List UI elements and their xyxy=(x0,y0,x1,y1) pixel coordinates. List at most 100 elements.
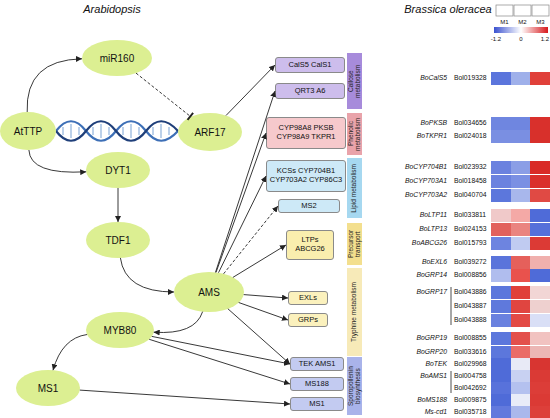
gene-label: BoCYP704B1 xyxy=(405,164,447,171)
node-text: QRT3 A6 xyxy=(295,87,326,96)
node-text: miR160 xyxy=(100,53,134,64)
gene-label: BoEXL6 xyxy=(422,259,447,266)
gene-label: BoPKSB xyxy=(421,120,447,127)
helix-rung xyxy=(168,127,169,135)
node-text: TDF1 xyxy=(106,235,131,246)
heatmap-cell xyxy=(511,117,531,130)
heatmap-cell xyxy=(511,237,531,250)
gene-label: BoGRP20 xyxy=(416,349,447,356)
gene-label: BoGRP19 xyxy=(416,335,447,342)
legend-box xyxy=(532,5,549,16)
heatmap-cell xyxy=(511,189,531,202)
arrow-connector xyxy=(120,258,174,292)
category-band: Lipid metabolism xyxy=(347,158,362,218)
heatmap-cell xyxy=(530,332,550,345)
helix-strand xyxy=(56,121,178,141)
heatmap-cell xyxy=(511,332,531,345)
node-text: MYB80 xyxy=(104,325,137,336)
node-text: CYP98A8 PKSB CYP98A9 TKPR1 xyxy=(269,124,343,141)
gene-ellipse: MS1 xyxy=(16,370,80,406)
heatmap-legend xyxy=(494,5,549,33)
gene-label: Bol043886 xyxy=(454,289,487,296)
gene-label: BoGRP17 xyxy=(416,289,447,296)
heatmap-cell xyxy=(491,223,511,236)
gene-ellipse: miR160 xyxy=(82,40,152,76)
gene-label: Bol035718 xyxy=(454,409,487,416)
gene-ellipse: MYB80 xyxy=(86,312,154,348)
heatmap-cell xyxy=(511,130,531,143)
node-text: LTPs ABCG26 xyxy=(289,236,331,253)
node-text: Phenolic metabolism xyxy=(348,114,362,154)
heatmap-cell xyxy=(530,286,550,299)
heatmap-cell xyxy=(511,72,531,85)
arrow-connector xyxy=(219,176,267,273)
node-text: TEK AMS1 xyxy=(299,360,336,369)
helix-rung xyxy=(160,124,161,138)
gene-label: BoLTP13 xyxy=(419,226,447,233)
gene-box: KCSs CYP704B1 CYP703A2 CYP86C3 xyxy=(266,160,346,192)
heatmap-cell xyxy=(491,189,511,202)
heatmap-cell xyxy=(530,223,550,236)
gene-box: MS188 xyxy=(290,377,344,391)
heatmap-cell xyxy=(530,256,550,269)
inhibition-connector xyxy=(136,73,191,117)
heatmap-cell xyxy=(491,332,511,345)
heatmap-cell xyxy=(511,406,531,418)
node-text: Lipid metabolism xyxy=(351,164,358,213)
arrow-connector xyxy=(228,309,290,364)
gene-label: Bol023932 xyxy=(454,164,487,171)
node-text: EXLs xyxy=(299,294,317,303)
heatmap-cell xyxy=(491,406,511,418)
arrow-connector xyxy=(226,65,275,116)
arrow-connector xyxy=(233,245,286,277)
gene-label: BoTEK xyxy=(425,361,447,368)
gene-label: Bol008855 xyxy=(454,335,487,342)
gene-label: Bol024018 xyxy=(454,133,487,140)
heatmap-cell xyxy=(530,300,550,313)
legend-label: 0 xyxy=(519,36,522,42)
node-text: Tryphine metabolism xyxy=(351,282,358,342)
heatmap-cell xyxy=(491,256,511,269)
heatmap-cell xyxy=(491,209,511,222)
heatmap-cell xyxy=(530,130,550,143)
gene-box: LTPs ABCG26 xyxy=(286,230,334,260)
arrow-connector xyxy=(154,312,203,333)
node-text: Callose metabolism xyxy=(348,54,362,108)
helix-rung xyxy=(62,127,63,135)
bracket-line xyxy=(451,371,452,393)
heatmap-cell xyxy=(491,286,511,299)
gene-ellipse: AtTTP xyxy=(0,112,56,150)
node-text: AMS xyxy=(198,287,220,298)
heatmap-cell xyxy=(530,406,550,418)
heatmap-cell xyxy=(491,314,511,327)
heatmap-cell xyxy=(491,269,511,282)
gene-label: BoMS188 xyxy=(417,397,447,404)
gene-box: CalS5 CalS1 xyxy=(275,57,345,73)
gene-ellipse: AMS xyxy=(174,272,244,312)
heatmap-cell xyxy=(511,269,531,282)
gene-label: Bol004758 xyxy=(454,373,487,380)
arrow-connector xyxy=(239,303,288,321)
arrow-connector xyxy=(224,206,278,274)
gene-label: Bol033811 xyxy=(454,212,486,219)
dna-helix xyxy=(56,121,178,141)
heatmap-cell xyxy=(511,314,531,327)
heatmap-cell xyxy=(530,189,550,202)
node-text: Precursor transport xyxy=(348,224,362,264)
category-band: Tryphine metabolism xyxy=(347,268,362,356)
gene-box: QRT3 A6 xyxy=(275,83,345,99)
heatmap-cell xyxy=(491,117,511,130)
node-text: KCSs CYP704B1 CYP703A2 CYP86C3 xyxy=(269,167,343,184)
gene-label: BoCYP703A1 xyxy=(405,178,447,185)
brackets xyxy=(451,287,452,393)
arrow-connector xyxy=(27,59,82,112)
gene-ellipse: DYT1 xyxy=(86,152,150,188)
node-text: GRPs xyxy=(298,316,318,325)
gene-label: Bol018458 xyxy=(454,178,487,185)
arrow-connector xyxy=(29,150,86,172)
arrow-connector xyxy=(80,390,290,404)
legend-box xyxy=(496,5,513,16)
arrow-connector xyxy=(152,336,290,364)
heatmap-cell xyxy=(511,161,531,174)
